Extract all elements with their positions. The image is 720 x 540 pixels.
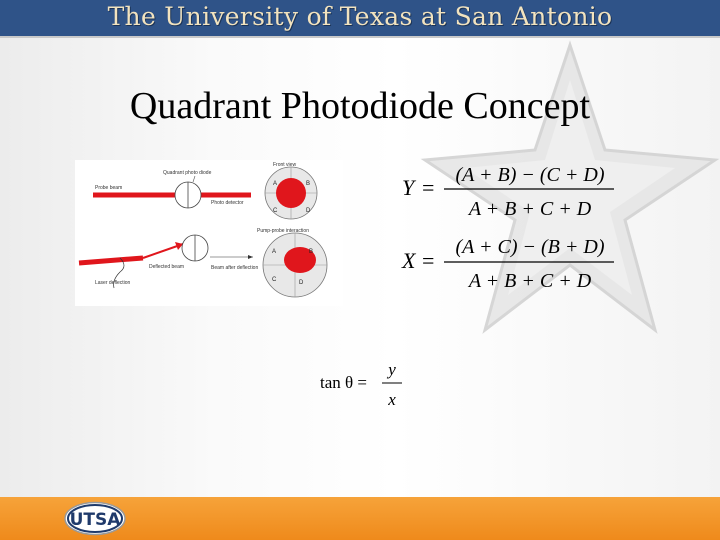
label-photo-detector: Photo detector xyxy=(211,200,244,206)
deflected-beam xyxy=(78,255,144,266)
svg-text:A: A xyxy=(273,181,277,187)
x-eq-lhs: X xyxy=(401,248,417,273)
label-pump-probe: Pump-probe interaction xyxy=(257,228,309,234)
x-eq-denominator: A + B + C + D xyxy=(467,270,592,292)
svg-text:C: C xyxy=(273,208,278,214)
label-deflected-beam: Deflected beam xyxy=(149,264,184,270)
y-eq-numerator: (A + B) − (C + D) xyxy=(456,164,605,186)
slide-title: Quadrant Photodiode Concept xyxy=(129,85,591,127)
svg-text:D: D xyxy=(306,208,311,214)
y-eq-equals: = xyxy=(422,175,434,200)
header-title: The University of Texas at San Antonio xyxy=(107,2,613,31)
label-probe-beam: Probe beam xyxy=(95,185,122,191)
y-eq-denominator: A + B + C + D xyxy=(467,198,592,220)
svg-text:D: D xyxy=(299,280,304,286)
x-eq-equals: = xyxy=(422,248,434,273)
label-quadrant-diode: Quadrant photo diode xyxy=(163,170,212,176)
svg-text:C: C xyxy=(272,277,277,283)
x-eq-numerator: (A + C) − (B + D) xyxy=(456,236,605,258)
tan-eq-numerator: y xyxy=(386,360,396,379)
beam-spot-bottom xyxy=(284,247,316,273)
tan-eq-denominator: x xyxy=(387,390,396,409)
label-beam-after: Beam after deflection xyxy=(211,265,258,271)
svg-text:A: A xyxy=(272,249,276,255)
label-front-view-top: Front view xyxy=(273,162,296,168)
y-eq-lhs: Y xyxy=(402,175,417,200)
label-laser-deflection: Laser deflection xyxy=(95,280,131,286)
tan-equation: tan θ = y x xyxy=(318,360,418,412)
utsa-logo-icon: UTSA xyxy=(64,501,126,536)
tan-eq-lhs: tan θ = xyxy=(320,373,367,392)
x-equation: X = (A + C) − (B + D) A + B + C + D xyxy=(400,231,620,293)
svg-text:B: B xyxy=(306,181,310,187)
star-watermark-icon xyxy=(420,40,720,334)
utsa-logo-text: UTSA xyxy=(70,510,122,530)
photodiode-diagram: Probe beam Quadrant photo diode Photo de… xyxy=(75,160,343,306)
svg-text:B: B xyxy=(309,249,313,255)
beam-spot-top xyxy=(276,178,306,208)
y-equation: Y = (A + B) − (C + D) A + B + C + D xyxy=(400,160,620,222)
header-bar: The University of Texas at San Antonio xyxy=(0,0,720,38)
